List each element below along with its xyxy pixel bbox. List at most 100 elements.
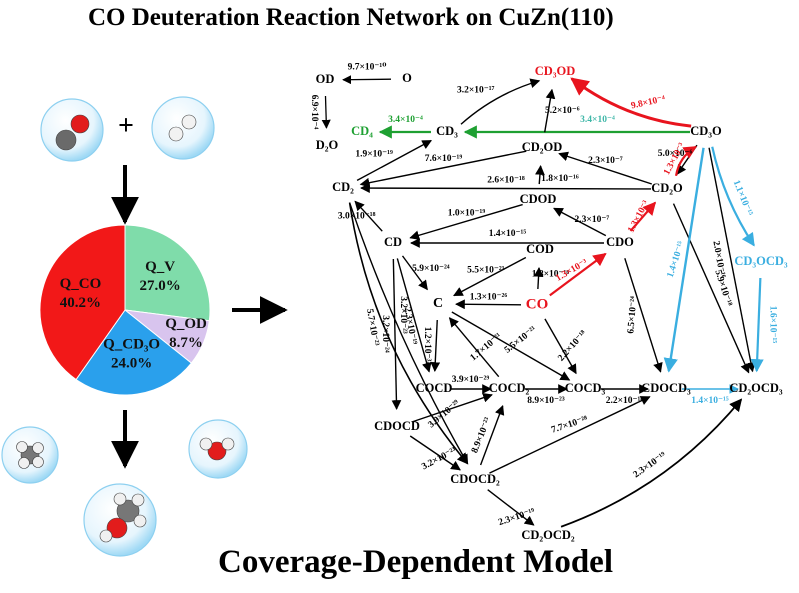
species-cd2: CD₂ <box>332 180 354 194</box>
rate-c-cocd3: 5.5×10⁻²¹ <box>503 325 539 356</box>
species-cocd2: COCD₂ <box>489 381 530 395</box>
species-o: O <box>402 71 412 85</box>
rate-cd2od-cd3od: 5.2×10⁻⁶ <box>545 106 580 116</box>
edge-o-od <box>342 75 392 85</box>
rate-cd2o-cd2ocd3: 5.9×10⁻¹⁸ <box>712 269 733 308</box>
edge-cd3ocd3-cd2ocd3 <box>750 277 764 373</box>
edge-co-cdo <box>549 252 607 297</box>
pie-label-name: Q_CO <box>60 276 102 292</box>
edge-cd2od-cd3od <box>544 88 556 133</box>
rate-o-od: 9.7×10⁻¹⁰ <box>348 63 387 73</box>
edge-cdod-cd2od <box>535 164 545 185</box>
edge-co-cocd3 <box>544 318 577 375</box>
pie-label-value: 24.0% <box>111 355 152 371</box>
species-cd3: CD₃ <box>436 124 458 138</box>
rate-cdocd2-cd2ocd2: 2.3×10⁻¹⁹ <box>497 507 536 528</box>
edge-cd3o-cd3od <box>570 77 692 128</box>
species-cd4: CD₄ <box>351 124 373 138</box>
water-molecule-icon <box>188 419 248 479</box>
figure-subtitle: Coverage-Dependent Model <box>218 544 614 580</box>
edge-cdo-cdocd3 <box>624 258 663 373</box>
pie-slice-q-co <box>39 224 126 381</box>
rate-cdod-cd: 1.0×10⁻¹⁹ <box>448 208 486 218</box>
rate-cd3o-cd3od: 9.8×10⁻⁴ <box>630 94 666 111</box>
rate-cdod-cd2od: 1.8×10⁻¹⁶ <box>541 174 579 184</box>
rate-od-d2o: 6.9×10⁻⁴ <box>309 95 319 130</box>
edge-cdocd2-cdocd3 <box>489 396 651 474</box>
rate-cd2od-cd2: 7.6×10⁻¹⁹ <box>425 154 463 164</box>
edge-cd-cd2 <box>354 200 383 232</box>
edge-cocd2-c <box>448 317 500 378</box>
edge-cd2o-cd2od <box>558 151 653 185</box>
rate-cdo-cdocd3: 6.5×10⁻²⁴ <box>626 296 639 334</box>
species-cocd3: COCD₃ <box>565 381 606 395</box>
rate-cod-c: 5.5×10⁻²¹ <box>467 266 505 276</box>
plus-sign: + <box>118 110 134 141</box>
rate-cd-c: 5.9×10⁻²⁴ <box>412 264 450 274</box>
species-cd3ocd3: CD₃OCD₃ <box>734 254 788 268</box>
rate-cd2ocd2-cd2ocd3: 2.3×10⁻¹⁹ <box>632 451 669 481</box>
species-od: OD <box>316 72 335 86</box>
rate-cd2-cd3: 1.9×10⁻¹⁹ <box>355 150 393 160</box>
species-cd3o: CD₃O <box>690 124 722 138</box>
species-d2o: D₂O <box>316 138 339 152</box>
rate-cdo-cd: 1.4×10⁻¹⁵ <box>489 229 527 239</box>
edge-cd2-cd3 <box>356 139 433 182</box>
edge-co-c <box>455 299 522 310</box>
species-cd: CD <box>384 235 402 249</box>
pie-slice-q-v <box>124 224 211 322</box>
species-cdocd: CDOCD <box>374 419 420 433</box>
pie-label-name: Q_V <box>145 259 175 275</box>
figure-title: CO Deuteration Reaction Network on CuZn(… <box>88 4 614 31</box>
edge-cd-cdocd <box>391 258 402 410</box>
species-c: C <box>433 296 443 311</box>
edge-cdocd-cocd2 <box>411 392 493 423</box>
edge-cdo-cdod <box>553 207 607 237</box>
pie-label-value: 27.0% <box>139 278 180 294</box>
rate-cd3-cd3od: 3.2×10⁻¹⁷ <box>457 85 495 95</box>
edge-cdocd2-cocd2 <box>479 404 505 466</box>
rate-cocd3-cdocd3: 2.2×10⁻¹⁸ <box>606 396 644 406</box>
co-molecule-icon <box>40 98 104 162</box>
edge-cd3o-cd2ocd3 <box>708 147 756 373</box>
edge-cd2o-cd2 <box>360 183 652 193</box>
rate-cd3ocd3-cd2ocd3: 1.6×10⁻¹⁵ <box>767 306 777 344</box>
species-cd3od: CD₃OD <box>535 64 576 78</box>
rate-cd-cdocd: 3.2×10⁻²⁴ <box>380 315 390 353</box>
species-cdod: CDOD <box>520 192 557 206</box>
pie-label-value: 40.2% <box>60 295 101 311</box>
rate-cd2o-cd2: 2.6×10⁻¹⁸ <box>487 176 525 186</box>
species-cdo: CDO <box>606 235 634 249</box>
rate-cocd2-cocd3: 8.9×10⁻²³ <box>527 396 565 406</box>
species-cd2od: CD₂OD <box>522 140 563 154</box>
rate-cd2-cdocd2-outer: 5.7×10⁻²³ <box>364 308 380 347</box>
pie-label-name: Q_OD <box>165 316 207 332</box>
edge-c-cocd3 <box>451 311 571 381</box>
species-cdocd3: CDOCD₃ <box>641 381 691 395</box>
edge-cdocd-cdocd2 <box>409 435 461 471</box>
edge-cdod-cd <box>409 203 523 241</box>
methane-molecule-icon <box>1 426 59 484</box>
species-cd2ocd3: CD₂OCD₃ <box>729 381 783 395</box>
rate-cdocd-cocd2: 3.9×10⁻²⁹ <box>427 398 462 430</box>
rate-cd-cd2: 3.0×10⁻¹⁸ <box>338 211 376 221</box>
species-cdocd2: CDOCD₂ <box>450 472 500 486</box>
rate-co-c: 1.3×10⁻²⁶ <box>470 293 508 303</box>
edge-cdo-cd2o <box>629 201 657 232</box>
rate-cocd-cocd2: 3.9×10⁻²⁹ <box>452 375 490 385</box>
rate-cdo-cd2o: 1.3×10⁻³ <box>626 199 651 234</box>
edge-cd3o-cd3ocd3 <box>711 146 755 247</box>
rate-c-cocd: 1.2×10⁻³² <box>422 327 432 365</box>
rate-cd3o-cd3: 3.4×10⁻⁴ <box>580 115 615 125</box>
species-cd2o: CD₂O <box>651 181 683 195</box>
rate-cdocd3-cd2ocd3: 1.4×10⁻¹⁵ <box>691 396 729 406</box>
edge-cd2o-cd2ocd3 <box>672 203 750 374</box>
edge-cd2od-cd2 <box>359 150 527 188</box>
species-cocd: COCD <box>416 381 453 395</box>
edge-co-cod <box>533 266 544 290</box>
rate-cdocd2-cdocd3: 7.7×10⁻²⁸ <box>550 415 589 436</box>
rate-cdo-cdod: 2.3×10⁻⁷ <box>575 215 610 225</box>
